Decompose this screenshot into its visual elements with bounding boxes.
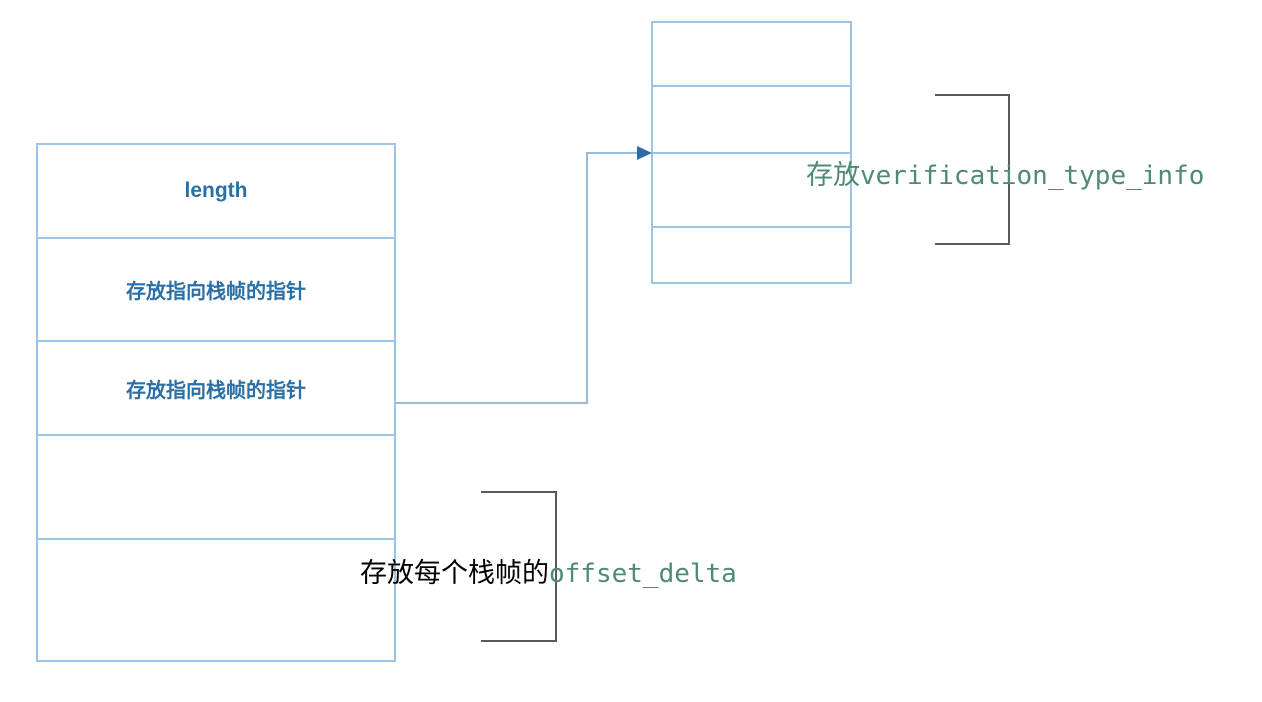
verification-note: 存放verification_type_info <box>806 153 1204 192</box>
row-label: length <box>184 179 248 202</box>
offset-note-code: offset_delta <box>549 559 737 589</box>
connector-vertical <box>586 152 588 404</box>
offset-note-prefix: 存放每个栈帧的 <box>360 558 549 588</box>
verification-note-prefix: 存放 <box>806 160 860 190</box>
table-row <box>38 434 394 538</box>
offset-note: 存放每个栈帧的offset_delta <box>360 551 737 590</box>
table-row <box>38 538 394 660</box>
table-row: 存放指向栈帧的指针 <box>38 237 394 340</box>
table-row <box>653 152 850 226</box>
connector-horizontal-bottom <box>396 402 588 404</box>
verification-note-code: verification_type_info <box>860 161 1205 191</box>
row-label: 存放指向栈帧的指针 <box>126 379 306 402</box>
table-row <box>653 85 850 152</box>
table-row <box>653 23 850 85</box>
table-row <box>653 226 850 282</box>
arrowhead-icon <box>637 146 652 160</box>
right-table <box>651 21 852 284</box>
connector-horizontal-top <box>588 152 639 154</box>
row-label: 存放指向栈帧的指针 <box>126 281 306 303</box>
bracket-verification <box>935 94 1010 245</box>
left-table: length 存放指向栈帧的指针 存放指向栈帧的指针 <box>36 143 396 662</box>
bracket-offset <box>481 491 557 642</box>
table-row: length <box>38 145 394 237</box>
table-row: 存放指向栈帧的指针 <box>38 340 394 434</box>
